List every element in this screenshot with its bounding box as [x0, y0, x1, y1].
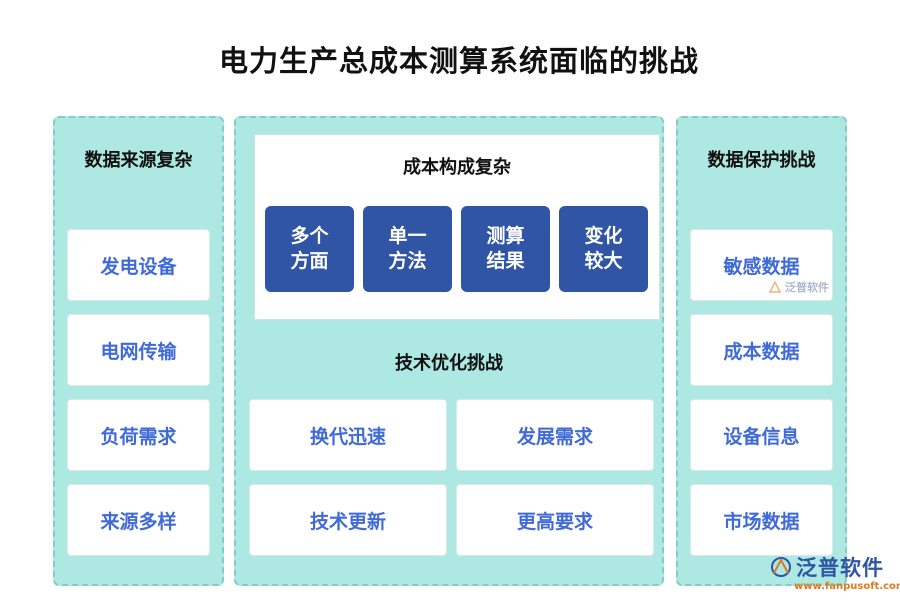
- watermark: 泛普软件: [768, 279, 829, 295]
- tech-item-4: 更高要求: [456, 484, 654, 556]
- panel-heading-left: 数据来源复杂: [84, 150, 193, 171]
- tech-item-3: 技术更新: [249, 484, 447, 556]
- cost-item-3: 测算 结果: [461, 206, 550, 292]
- watermark-logo-icon: [768, 280, 782, 293]
- brand-url: www.fanpusoft.com: [794, 581, 900, 592]
- item-left-4: 来源多样: [67, 484, 210, 556]
- cost-structure-box: 成本构成复杂 多个 方面 单一 方法 测算 结果 变化 较大: [254, 134, 660, 320]
- panel-data-sources: 数据来源复杂 发电设备 电网传输 负荷需求 来源多样: [53, 116, 224, 586]
- panel-data-protection: 数据保护挑战 敏感数据 成本数据 设备信息 市场数据: [676, 116, 847, 586]
- brand-name: 泛普软件: [796, 556, 884, 580]
- cost-item-1: 多个 方面: [265, 206, 354, 292]
- panel-heading-tech: 技术优化挑战: [395, 353, 503, 374]
- brand-logo: 泛普软件 www.fanpusoft.com: [770, 552, 900, 592]
- item-left-1: 发电设备: [67, 229, 210, 301]
- item-right-1: 敏感数据: [690, 229, 833, 301]
- watermark-text: 泛普软件: [785, 281, 829, 294]
- item-left-2: 电网传输: [67, 314, 210, 386]
- tech-item-1: 换代迅速: [249, 399, 447, 471]
- cost-item-4: 变化 较大: [559, 206, 648, 292]
- panel-cost-tech: 成本构成复杂 多个 方面 单一 方法 测算 结果 变化 较大 技术优化挑战 换代…: [234, 116, 664, 586]
- page-title: 电力生产总成本测算系统面临的挑战: [218, 44, 699, 78]
- item-right-4: 市场数据: [690, 484, 833, 556]
- item-right-2: 成本数据: [690, 314, 833, 386]
- cost-item-2: 单一 方法: [363, 206, 452, 292]
- tech-item-2: 发展需求: [456, 399, 654, 471]
- item-left-3: 负荷需求: [67, 399, 210, 471]
- panel-heading-cost: 成本构成复杂: [403, 157, 511, 178]
- item-right-3: 设备信息: [690, 399, 833, 471]
- brand-logo-icon: [771, 557, 791, 577]
- panel-heading-right: 数据保护挑战: [707, 150, 816, 171]
